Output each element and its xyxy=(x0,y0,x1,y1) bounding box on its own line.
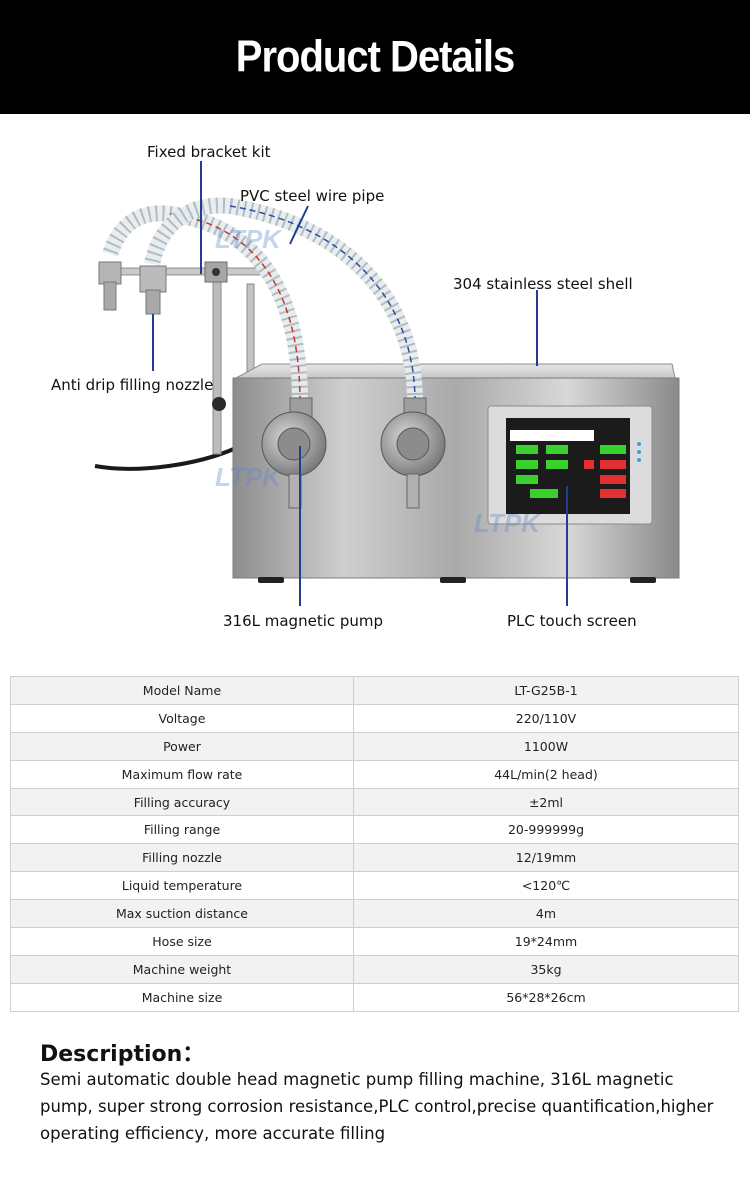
spec-value: 19*24mm xyxy=(353,927,739,956)
spec-label: Filling nozzle xyxy=(10,843,354,873)
watermark-mid: LTPK xyxy=(215,462,283,492)
spec-label: Machine size xyxy=(10,982,354,1012)
page-title: Product Details xyxy=(235,31,515,82)
watermark-bottom: LTPK xyxy=(474,508,542,538)
callout-pump: 316L magnetic pump xyxy=(223,612,384,630)
spec-value: ±2ml xyxy=(353,787,739,817)
callout-pvc-pipe: PVC steel wire pipe xyxy=(240,187,385,205)
spec-value: 4m xyxy=(353,899,739,929)
table-row: Filling accuracy±2ml xyxy=(10,787,739,817)
spec-label: Filling range xyxy=(10,815,354,845)
spec-value: 44L/min(2 head) xyxy=(353,759,739,789)
spec-value: 35kg xyxy=(353,954,739,984)
spec-label: Filling accuracy xyxy=(10,787,354,817)
product-photo: LTPK LTPK LTPK Fixed bracket kit PVC ste… xyxy=(0,114,750,654)
spec-label: Maximum flow rate xyxy=(10,759,354,789)
spec-value: 56*28*26cm xyxy=(353,982,739,1012)
description-title: Description： xyxy=(40,1042,205,1067)
spec-value: 1100W xyxy=(353,731,739,761)
spec-value: 220/110V xyxy=(353,703,739,733)
callout-shell: 304 stainless steel shell xyxy=(453,275,633,293)
callout-plc: PLC touch screen xyxy=(507,612,637,630)
spec-label: Hose size xyxy=(10,927,354,956)
header-banner: Product Details xyxy=(0,0,750,114)
spec-value: 20-999999g xyxy=(353,815,739,845)
callout-nozzle: Anti drip filling nozzle xyxy=(51,376,214,394)
spec-value: 12/19mm xyxy=(353,843,739,873)
spec-value: LT-G25B-1 xyxy=(353,676,739,705)
watermark-top: LTPK xyxy=(215,224,283,254)
description-text: Semi automatic double head magnetic pump… xyxy=(40,1070,714,1143)
spec-label: Model Name xyxy=(10,676,354,705)
spec-label: Max suction distance xyxy=(10,899,354,929)
callout-fixed-bracket: Fixed bracket kit xyxy=(147,143,271,161)
spec-label: Power xyxy=(10,731,354,761)
spec-value: <120℃ xyxy=(353,871,739,901)
table-row: Liquid temperature<120℃ xyxy=(10,871,739,901)
machine-illustration: LTPK LTPK LTPK xyxy=(94,161,680,606)
spec-label: Liquid temperature xyxy=(10,871,354,901)
spec-label: Voltage xyxy=(10,703,354,733)
spec-label: Machine weight xyxy=(10,954,354,984)
